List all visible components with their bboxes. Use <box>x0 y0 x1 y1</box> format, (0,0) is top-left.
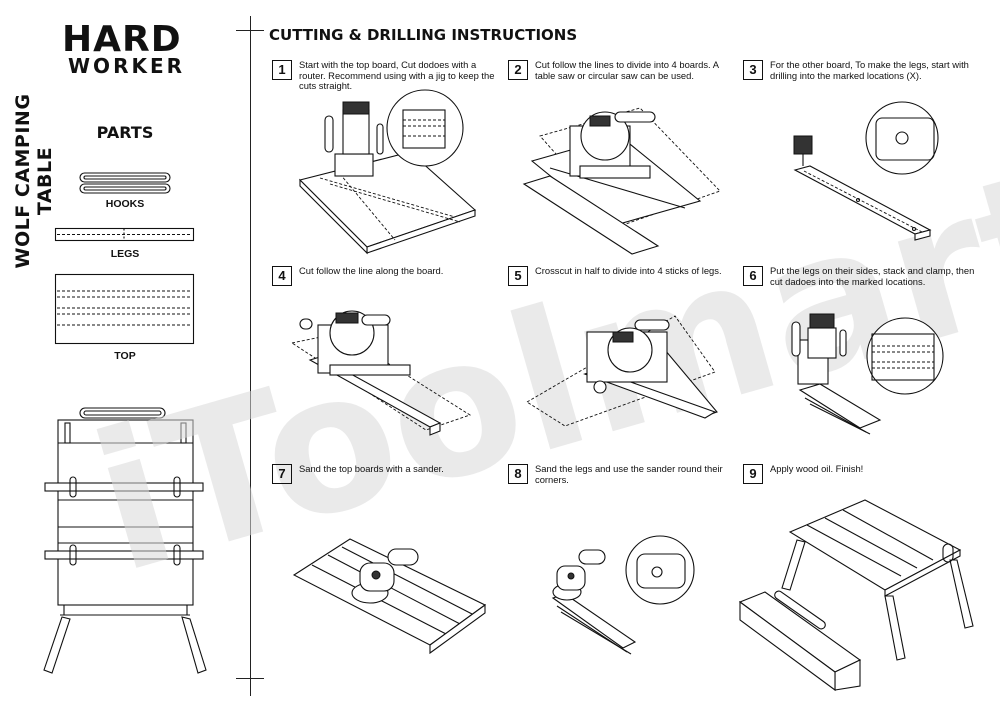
hardworker-logo: HARD WORKER <box>62 22 192 77</box>
drilling-illustration <box>793 101 939 241</box>
step-text: Put the legs on their sides, stack and c… <box>770 265 975 287</box>
product-title: WOLF CAMPING TABLE <box>12 93 56 269</box>
stacked-dadoes-illustration <box>791 313 944 435</box>
step-number: 8 <box>508 464 528 484</box>
step-text: Sand the legs and use the sander round t… <box>535 463 723 485</box>
step-text: Sand the top boards with a sander. <box>299 463 444 474</box>
section-divider <box>250 16 251 696</box>
step-text: Start with the top board, Cut dodoes wit… <box>299 59 495 92</box>
step-text: Cut follow the line along the board. <box>299 265 444 276</box>
parts-heading: PARTS <box>96 123 154 142</box>
step-text: Cut follow the lines to divide into 4 bo… <box>535 59 719 81</box>
sanding-legs-illustration <box>551 535 695 655</box>
circular-saw-illustration <box>522 107 721 255</box>
step-number: 6 <box>743 266 763 286</box>
logo-line-1: HARD <box>62 19 182 60</box>
part-label-top: TOP <box>114 350 136 362</box>
step-number: 4 <box>272 266 292 286</box>
rip-cut-illustration <box>290 310 472 436</box>
top-drawing <box>54 273 195 345</box>
step-number: 2 <box>508 60 528 80</box>
instructions-heading: CUTTING & DRILLING INSTRUCTIONS <box>269 26 578 44</box>
step-text: Apply wood oil. Finish! <box>770 463 864 474</box>
crop-mark-bottom <box>236 678 264 679</box>
step-text: Crosscut in half to divide into 4 sticks… <box>535 265 722 276</box>
step-number: 9 <box>743 464 763 484</box>
router-cut-illustration <box>298 89 477 255</box>
finished-table-illustration <box>738 499 974 692</box>
assembled-table-drawing <box>43 407 207 674</box>
part-label-hooks: HOOKS <box>105 198 145 210</box>
hooks-drawing <box>79 172 171 194</box>
sanding-top-illustration <box>292 538 487 655</box>
crop-mark-top <box>236 30 264 31</box>
crosscut-illustration <box>526 315 718 427</box>
legs-drawing <box>54 227 195 242</box>
step-number: 1 <box>272 60 292 80</box>
logo-line-2: WORKER <box>68 54 186 78</box>
part-label-legs: LEGS <box>110 248 140 260</box>
step-text: For the other board, To make the legs, s… <box>770 59 969 81</box>
step-number: 7 <box>272 464 292 484</box>
step-number: 5 <box>508 266 528 286</box>
step-number: 3 <box>743 60 763 80</box>
